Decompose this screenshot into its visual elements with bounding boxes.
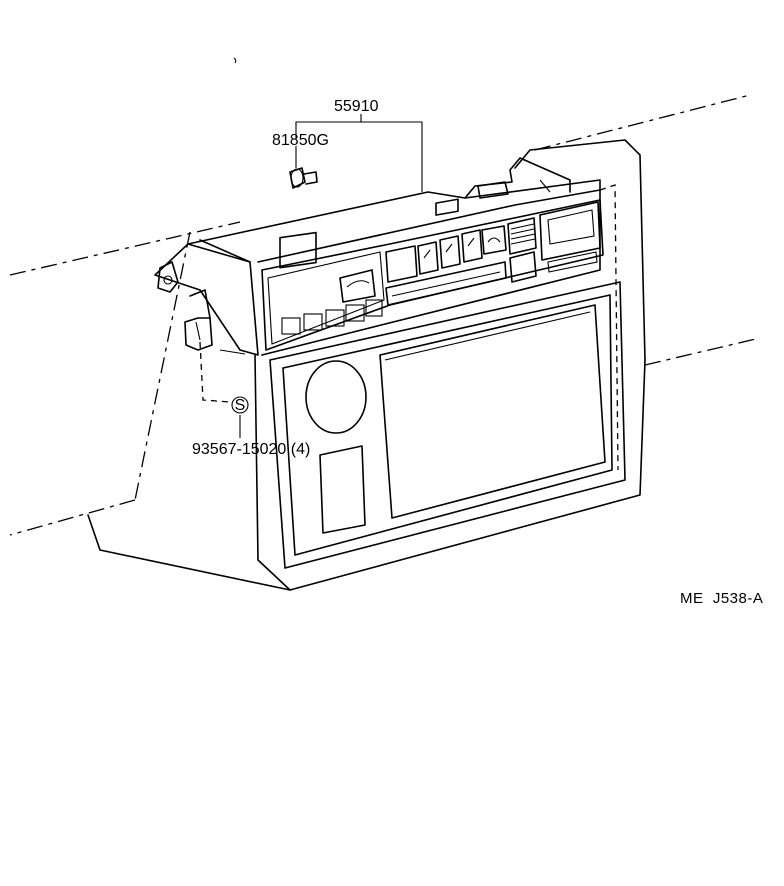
- dashboard-phantom-lines: [9, 94, 761, 536]
- clip-symbol: S: [231, 396, 249, 414]
- mode-button-row: [385, 225, 507, 283]
- left-button-row: [281, 299, 383, 335]
- lower-slot-opening: [319, 445, 366, 534]
- round-vent-opening: [305, 360, 367, 434]
- fan-gauge: [339, 269, 376, 303]
- bulb-part: [289, 167, 318, 189]
- right-display: [539, 201, 601, 261]
- label-93567-15020: 93567-15020 (4): [192, 441, 310, 458]
- stray-mark: [233, 57, 237, 64]
- label-81850G: 81850G: [272, 132, 329, 149]
- control-unit-body: [154, 157, 601, 356]
- leader-lines: [199, 114, 423, 438]
- left-display: [279, 231, 317, 269]
- temperature-slider: [385, 198, 507, 306]
- vent-grille: [507, 217, 537, 255]
- console-housing: [87, 139, 646, 591]
- label-55910: 55910: [334, 98, 379, 115]
- reference-code: ME J538-A: [680, 590, 763, 607]
- clip-symbol-letter: S: [235, 397, 246, 414]
- control-panel-face: [261, 198, 604, 351]
